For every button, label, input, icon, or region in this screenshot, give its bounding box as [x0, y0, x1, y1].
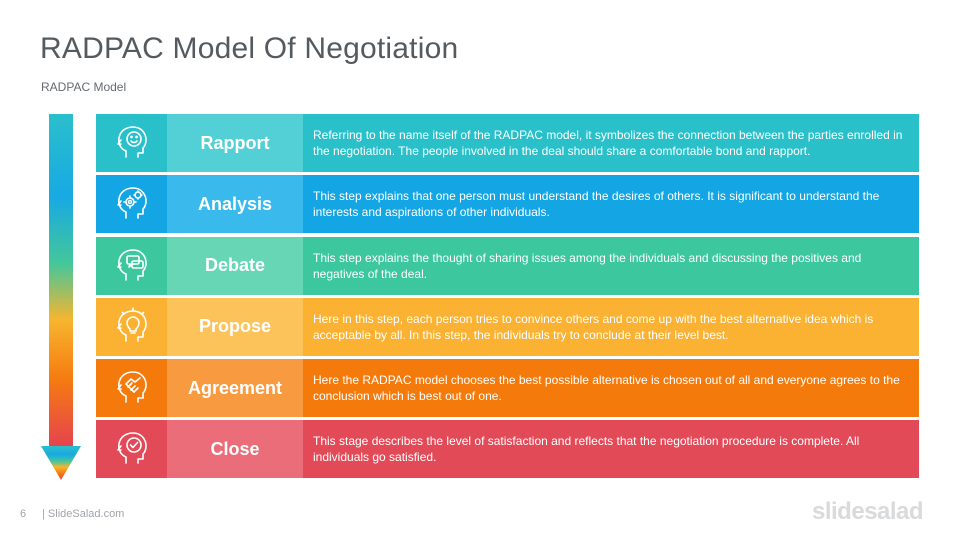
step-row-propose: Propose Here in this step, each person t…: [96, 297, 919, 356]
step-row-debate: Debate This step explains the thought of…: [96, 236, 919, 295]
steps-list: Rapport Referring to the name itself of …: [96, 114, 919, 482]
step-label: Close: [167, 420, 303, 479]
step-icon-cell: [96, 359, 167, 418]
step-description: Here the RADPAC model chooses the best p…: [303, 359, 919, 418]
step-label: Rapport: [167, 114, 303, 172]
page-title: RADPAC Model Of Negotiation: [40, 32, 459, 65]
step-row-analysis: Analysis This step explains that one per…: [96, 175, 919, 234]
process-arrow: [41, 114, 81, 480]
step-description: This step explains that one person must …: [303, 175, 919, 234]
step-description: Referring to the name itself of the RADP…: [303, 114, 919, 172]
footer-site-link[interactable]: | SlideSalad.com: [42, 508, 125, 520]
step-icon-cell: [96, 175, 167, 234]
step-description: This step explains the thought of sharin…: [303, 236, 919, 295]
step-icon-cell: [96, 114, 167, 172]
head-gears-icon: [116, 187, 147, 220]
step-row-close: Close This stage describes the level of …: [96, 420, 919, 479]
step-icon-cell: [96, 420, 167, 479]
step-label: Agreement: [167, 359, 303, 418]
step-description: Here in this step, each person tries to …: [303, 297, 919, 356]
step-icon-cell: [96, 236, 167, 295]
step-row-agreement: Agreement Here the RADPAC model chooses …: [96, 359, 919, 418]
head-check-icon: [116, 432, 147, 465]
page-subtitle: RADPAC Model: [41, 80, 127, 94]
head-chat-icon: [116, 248, 147, 281]
head-handshake-icon: [116, 371, 147, 403]
step-label: Analysis: [167, 175, 303, 234]
step-label: Debate: [167, 236, 303, 295]
brand-logo: slidesalad: [812, 498, 924, 525]
head-smile-icon: [116, 126, 147, 158]
step-description: This stage describes the level of satisf…: [303, 420, 919, 479]
step-label: Propose: [167, 297, 303, 356]
step-icon-cell: [96, 297, 167, 356]
page-number: 6: [20, 508, 27, 520]
step-row-rapport: Rapport Referring to the name itself of …: [96, 114, 919, 172]
head-lightbulb-icon: [116, 307, 147, 342]
